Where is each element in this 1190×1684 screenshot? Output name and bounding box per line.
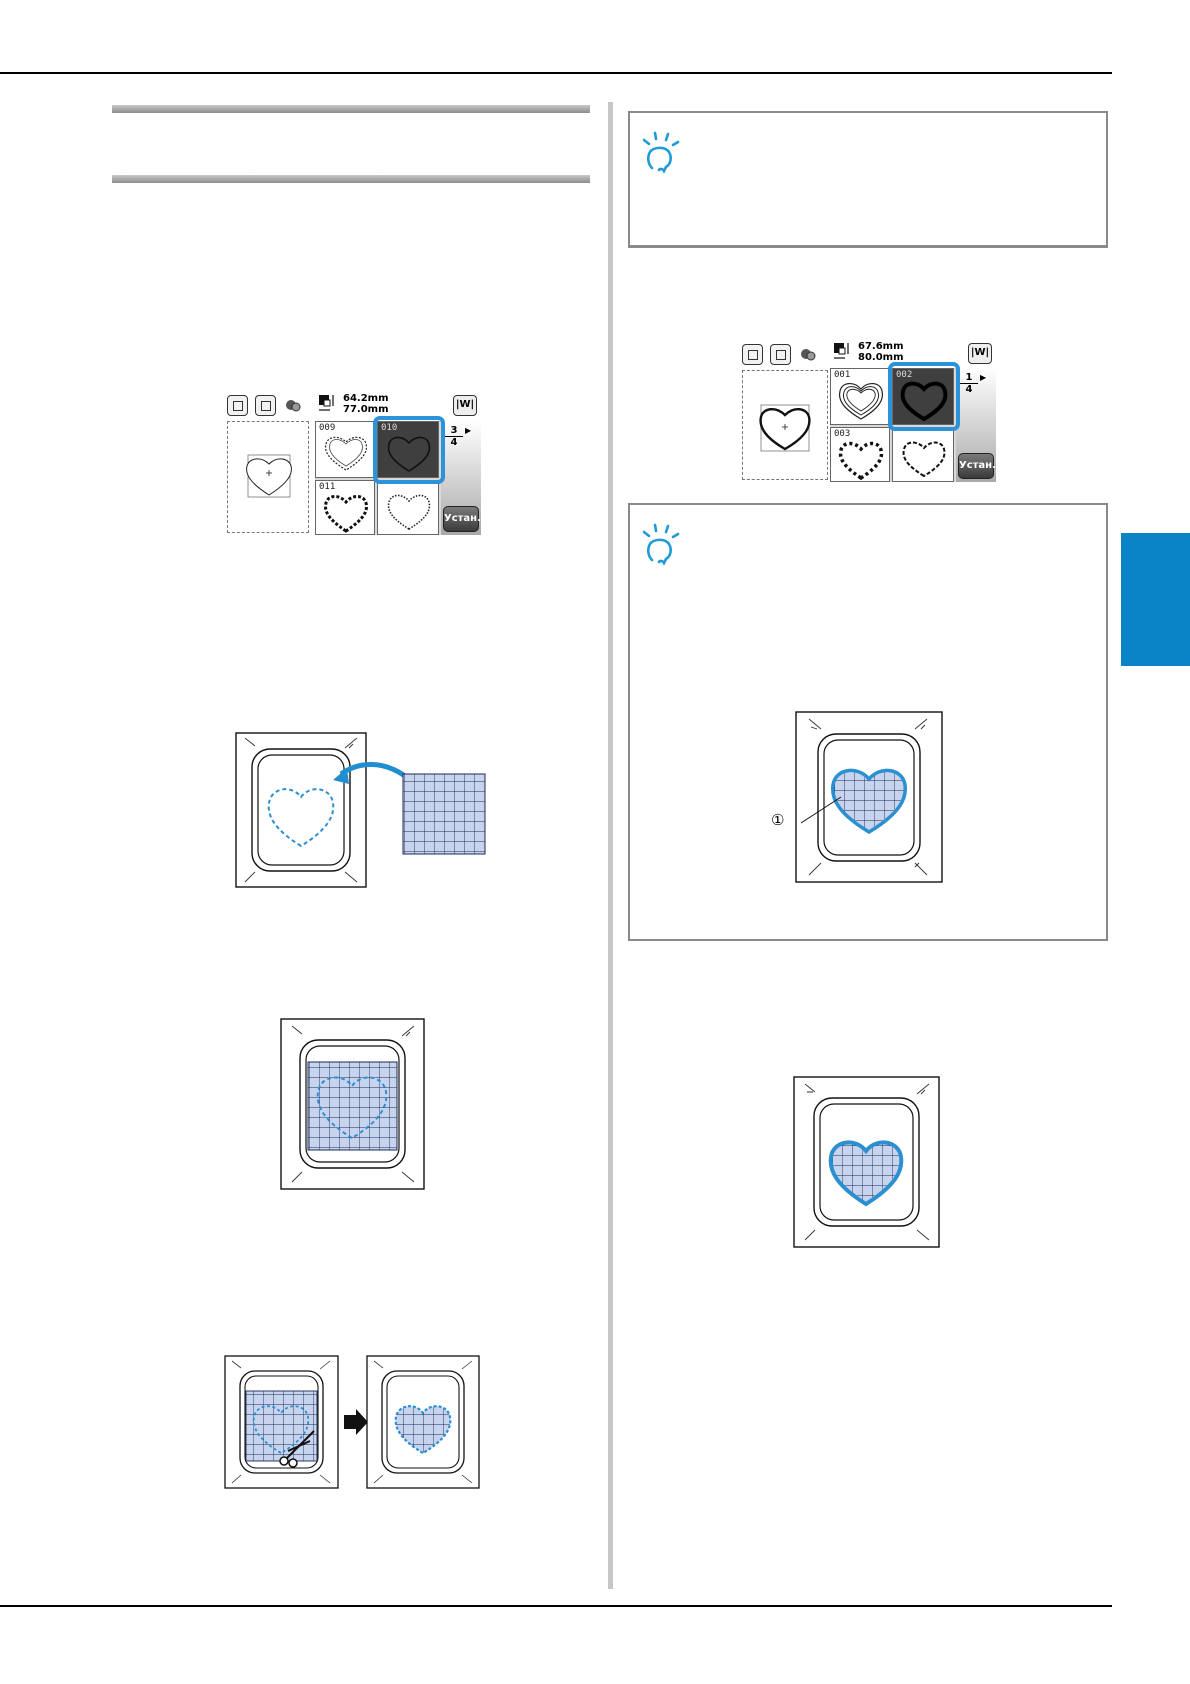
pattern-height: 77.0mm [343, 404, 389, 415]
pattern-cell-selected[interactable]: 010 [377, 421, 439, 478]
callout-label: ① [771, 811, 785, 829]
next-page-arrow-icon[interactable]: ▶ [465, 426, 472, 435]
section-heading-bottom-bar [112, 175, 590, 183]
note-bulb-icon [638, 523, 682, 566]
hoop-applique-illustration: ① [771, 711, 943, 883]
top-rule [0, 72, 1112, 74]
size-icon [318, 394, 336, 412]
column-divider [608, 102, 613, 1589]
bottom-rule [0, 1605, 1112, 1607]
pattern-width: 64.2mm [343, 393, 389, 404]
embroidery-selection-screen-right: 67.6mm 80.0mm |W| 001 002 003 1 4 [740, 338, 996, 482]
frame-view-button[interactable] [227, 395, 248, 416]
pattern-cell[interactable]: 009 [315, 421, 375, 478]
thread-color-icon [800, 347, 816, 361]
pattern-cell[interactable] [892, 427, 954, 482]
pattern-preview [227, 421, 309, 533]
next-page-arrow-icon[interactable]: ▶ [980, 373, 987, 382]
placement-stitch-illustration [235, 732, 487, 888]
pattern-cell-selected[interactable]: 002 [892, 368, 954, 425]
selection-highlight [373, 416, 445, 484]
set-button[interactable]: Устан. [958, 453, 996, 479]
frame-view-button-alt[interactable] [255, 395, 276, 416]
scissors-icon [279, 1430, 315, 1468]
pattern-cell[interactable]: 011 [315, 480, 375, 535]
frame-view-button-alt[interactable] [770, 344, 791, 365]
size-icon [833, 342, 851, 360]
pattern-cell[interactable]: 003 [830, 427, 890, 482]
selection-highlight [888, 362, 960, 431]
chapter-tab [1121, 533, 1190, 666]
embroidery-selection-screen-left: 64.2mm 77.0mm |W| 009 010 011 3 4 [225, 389, 481, 535]
embroidery-edit-button[interactable]: |W| [453, 395, 477, 416]
page-indicator: 3 4 [445, 425, 463, 448]
note-box-1 [628, 111, 1108, 248]
frame-view-button[interactable] [742, 344, 763, 365]
embroidery-edit-button[interactable]: |W| [968, 343, 992, 364]
pattern-height: 80.0mm [858, 352, 904, 363]
note-bulb-icon [638, 131, 682, 174]
fabric-placed-illustration [280, 1018, 425, 1190]
pattern-preview [742, 370, 828, 480]
pattern-cell[interactable]: 001 [830, 368, 890, 425]
pattern-cell[interactable] [377, 480, 439, 535]
trim-fabric-illustration [224, 1355, 480, 1489]
thread-color-icon [285, 398, 301, 412]
page-indicator: 1 4 [960, 372, 978, 395]
finished-applique-illustration [793, 1076, 940, 1248]
set-button[interactable]: Устан. [443, 506, 481, 532]
pattern-width: 67.6mm [858, 341, 904, 352]
note-box-2: ① [628, 503, 1108, 941]
section-heading-top-bar [112, 105, 590, 113]
